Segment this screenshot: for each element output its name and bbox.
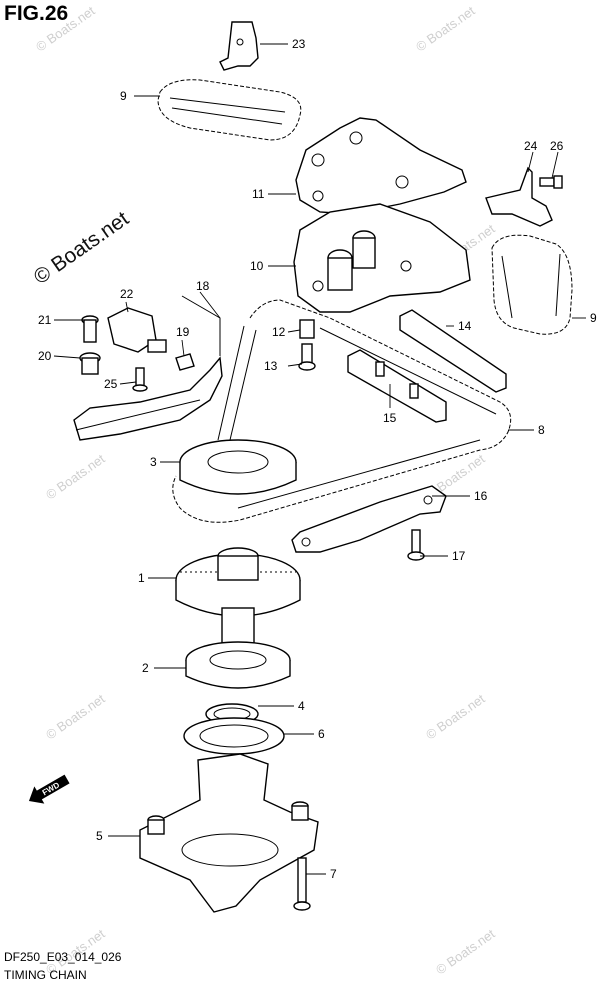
- callout-23: 23: [292, 37, 306, 51]
- watermark-text: © Boats.net: [33, 3, 98, 55]
- callout-11: 11: [252, 187, 265, 201]
- model-code: DF250_E03_014_026: [4, 950, 122, 964]
- callout-16: 16: [474, 489, 488, 503]
- callout-5: 5: [96, 829, 103, 843]
- gear-1: [175, 547, 301, 645]
- chain-guide-15: [347, 349, 447, 423]
- callout-6: 6: [318, 727, 325, 741]
- watermark-text: © Boats.net: [423, 691, 488, 743]
- callout-1: 1: [138, 571, 145, 585]
- callout-18: 18: [196, 279, 210, 293]
- callout-7: 7: [330, 867, 337, 881]
- bearing-2: [185, 641, 291, 689]
- shoe-19: [175, 353, 195, 371]
- chain-guide-14: [399, 309, 507, 393]
- callout-14: 14: [458, 319, 472, 333]
- tensioner-22: [107, 307, 167, 353]
- housing-10: [293, 203, 471, 313]
- bearing-3: [179, 439, 297, 495]
- callout-9: 9: [120, 89, 127, 103]
- case-5: [139, 753, 319, 913]
- boats-net-watermark: © Boats.net: [30, 207, 133, 289]
- callout-26: 26: [550, 139, 564, 153]
- callout-9: 9: [590, 311, 597, 325]
- tensioner-24: [485, 166, 553, 227]
- watermark-text: © Boats.net: [433, 926, 498, 978]
- callout-2: 2: [142, 661, 149, 675]
- bolt-21: [81, 315, 99, 343]
- collar-12: [299, 319, 315, 339]
- figure-title: FIG.26: [4, 2, 69, 25]
- chain-upper: [157, 79, 302, 141]
- callout-4: 4: [298, 699, 305, 713]
- callout-15: 15: [383, 411, 397, 425]
- chain-right: [491, 234, 573, 335]
- bolt-13: [298, 343, 316, 371]
- chain-tensioner-23: [219, 21, 259, 71]
- gasket-6: [183, 717, 285, 755]
- callout-17: 17: [452, 549, 466, 563]
- callout-20: 20: [38, 349, 52, 363]
- watermark-text: © Boats.net: [43, 451, 108, 503]
- bolt-26: [539, 175, 563, 189]
- chain-guide-16: [291, 485, 447, 553]
- callout-3: 3: [150, 455, 157, 469]
- callout-19: 19: [176, 325, 190, 339]
- bolt-7: [293, 857, 311, 911]
- fwd-arrow: FWD: [28, 774, 70, 804]
- bolt-17: [407, 529, 425, 561]
- watermark-text: © Boats.net: [413, 3, 478, 55]
- callout-12: 12: [272, 325, 286, 339]
- leader-lines: [53, 43, 586, 875]
- callout-24: 24: [524, 139, 538, 153]
- washer-20: [79, 352, 101, 375]
- figure-name: TIMING CHAIN: [4, 968, 87, 982]
- watermark-text: © Boats.net: [43, 691, 108, 743]
- callout-21: 21: [38, 313, 52, 327]
- callout-13: 13: [264, 359, 278, 373]
- bolt-25: [132, 367, 148, 392]
- callouts: 23 9 11 10 24 26 9 14 15 8 16 17 12 13 1…: [38, 37, 597, 881]
- callout-22: 22: [120, 287, 134, 301]
- chain-main-8: [172, 299, 512, 523]
- callout-10: 10: [250, 259, 264, 273]
- callout-25: 25: [104, 377, 118, 391]
- gasket-11: [295, 117, 467, 215]
- callout-8: 8: [538, 423, 545, 437]
